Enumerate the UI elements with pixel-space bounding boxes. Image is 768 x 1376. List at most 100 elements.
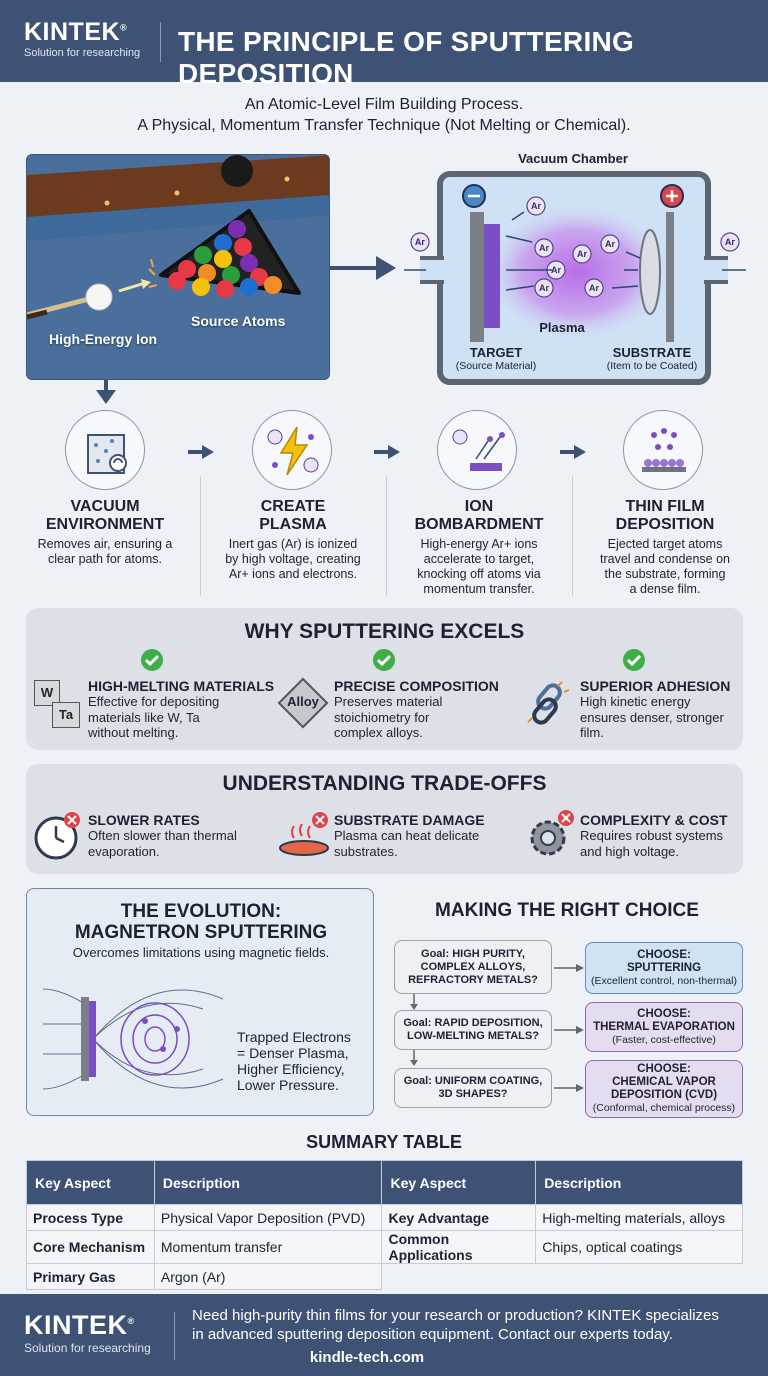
logo-tagline: Solution for researching (24, 47, 141, 59)
footer-cta-line: Need high-purity thin films for your res… (192, 1307, 719, 1324)
feature-desc: Preserves material (334, 694, 443, 709)
footer-link[interactable]: kindle-tech.com (309, 1349, 425, 1366)
ion-label: Ar (577, 249, 587, 259)
goal-line: COMPLEX ALLOYS, (420, 960, 526, 973)
step-desc: Removes air, ensuring a (37, 537, 173, 551)
choice-note: (Faster, cost-effective) (612, 1033, 716, 1046)
tradeoff-title: COMPLEXITY & COST (580, 812, 728, 828)
tradeoff-desc: and high voltage. (580, 843, 680, 859)
tradeoff-title: SLOWER RATES (88, 812, 200, 828)
table-header: Key Aspect (26, 1160, 155, 1205)
choice-note: (Conformal, chemical process) (592, 1102, 736, 1114)
vacuum-chamber-title: Vacuum Chamber (518, 151, 628, 166)
table-header: Description (535, 1160, 743, 1205)
high-energy-ion-label: High-Energy Ion (49, 331, 158, 347)
tradeoff-desc: Plasma can heat delicate (334, 828, 480, 843)
step-desc: Ar+ ions and electrons. (228, 567, 358, 581)
step-title: PLASMA (259, 516, 327, 533)
target-sub-label: (Source Material) (455, 360, 537, 372)
magnetron-title-line: MAGNETRON SPUTTERING (74, 922, 328, 943)
step-title: VACUUM (70, 498, 140, 515)
header-bar (0, 0, 768, 82)
feature-desc: High kinetic energy (580, 694, 691, 709)
step-desc: knocking off atoms via (417, 567, 541, 581)
chain-link-icon (527, 681, 570, 725)
substrate-label-group: SUBSTRATE (Item to be Coated) (594, 346, 710, 373)
right-arrow-icon (330, 256, 396, 280)
feature-desc: without melting. (88, 725, 179, 740)
kintek-logo[interactable]: KINTEK® Solution for researching (24, 18, 141, 59)
table-cell: Process Type (26, 1204, 155, 1231)
table-header: Description (153, 1160, 383, 1205)
source-atoms-label: Source Atoms (191, 313, 286, 329)
feature-desc: Effective for depositing (88, 694, 220, 709)
step-desc: by high voltage, creating (225, 552, 361, 566)
step-title: CREATE (260, 498, 326, 515)
table-cell (535, 1263, 743, 1290)
vacuum-chamber-diagram: Ar Ar Ar Ar Ar Ar Ar Aг Aг (404, 171, 746, 385)
ion-label: Ar (551, 265, 561, 275)
footer-kintek-logo[interactable]: KINTEK® Solution for researching (24, 1310, 151, 1355)
footer-cta: Need high-purity thin films for your res… (192, 1306, 752, 1344)
goal-line: REFRACTORY METALS? (408, 973, 538, 986)
step-title: ION (464, 498, 494, 515)
goal-line: Goal: HIGH PURITY, (421, 947, 525, 960)
choice-option: THERMAL EVAPORATION (593, 1020, 735, 1033)
magnetron-note-line: Trapped Electrons (237, 1029, 351, 1045)
table-cell (381, 1263, 536, 1290)
step-arrow-icon (374, 445, 400, 459)
table-cell: Argon (Ar) (153, 1263, 383, 1290)
goal-high-purity: Goal: HIGH PURITY,COMPLEX ALLOYS,REFRACT… (394, 940, 552, 994)
magnetron-note: Trapped Electrons = Denser Plasma, Highe… (237, 1029, 351, 1093)
step-desc: High-energy Ar+ ions (420, 537, 538, 551)
billiard-illustration (27, 155, 329, 320)
choose-label: CHOOSE: (637, 948, 691, 961)
footer-cta-line: in advanced sputtering deposition equipm… (192, 1326, 673, 1343)
intro-line-1: An Atomic-Level Film Building Process. (244, 96, 524, 113)
target-label-group: TARGET (Source Material) (440, 346, 552, 373)
summary-title: SUMMARY TABLE (306, 1132, 462, 1152)
goal-connector (410, 994, 418, 1066)
feature-title: SUPERIOR ADHESION (580, 678, 731, 694)
ion-label: Ar (531, 201, 541, 211)
magnetron-subtitle: Overcomes limitations using magnetic fie… (72, 945, 330, 960)
goal-uniform-coating: Goal: UNIFORM COATING,3D SHAPES? (394, 1068, 552, 1108)
step-title: DEPOSITION (615, 516, 715, 533)
tradeoff-substrate-damage: SUBSTRATE DAMAGE Plasma can heat delicat… (334, 812, 524, 859)
step-arrow-icon (188, 445, 214, 459)
vacuum-pump-icon (65, 410, 145, 490)
feature-high-melting: HIGH-MELTING MATERIALS Effective for dep… (88, 678, 288, 741)
logo-wordmark: KINTEK (24, 1310, 128, 1340)
magnetron-note-line: Lower Pressure. (237, 1077, 339, 1093)
magnetron-panel: THE EVOLUTION: MAGNETRON SPUTTERING Over… (26, 888, 374, 1116)
ion-label: Ar (539, 243, 549, 253)
choice-arrows (554, 964, 584, 1092)
tungsten-tile: W (34, 680, 60, 706)
table-header: Key Aspect (381, 1160, 537, 1205)
magnetic-field-diagram (42, 988, 224, 1090)
tradeoffs-panel (26, 764, 743, 874)
step-desc: Inert gas (Ar) is ionized (228, 537, 358, 551)
feature-desc: complex alloys. (334, 725, 423, 740)
ion-label-left: Aг (415, 237, 425, 247)
tradeoff-title: SUBSTRATE DAMAGE (334, 812, 485, 828)
tradeoff-desc: substrates. (334, 843, 398, 859)
tradeoffs-title: UNDERSTANDING TRADE-OFFS (222, 772, 547, 795)
tradeoff-desc: evaporation. (88, 843, 160, 859)
step-title: BOMBARDMENT (414, 516, 544, 533)
feature-title: PRECISE COMPOSITION (334, 678, 499, 694)
table-cell: High-melting materials, alloys (535, 1204, 743, 1231)
heated-substrate-icon (279, 812, 329, 856)
table-row: Primary Gas Argon (Ar) (26, 1263, 743, 1290)
ion-label-right: Aг (725, 237, 735, 247)
table-cell: Chips, optical coatings (535, 1230, 743, 1264)
step-desc: travel and condense on (600, 552, 730, 566)
plasma-label: Plasma (539, 320, 585, 335)
goal-line: 3D SHAPES? (438, 1088, 508, 1100)
table-cell: Common Applications (381, 1230, 537, 1264)
page-title: THE PRINCIPLE OF SPUTTERING DEPOSITION (178, 26, 635, 89)
tradeoff-complexity-cost: COMPLEXITY & COST Requires robust system… (580, 812, 740, 859)
